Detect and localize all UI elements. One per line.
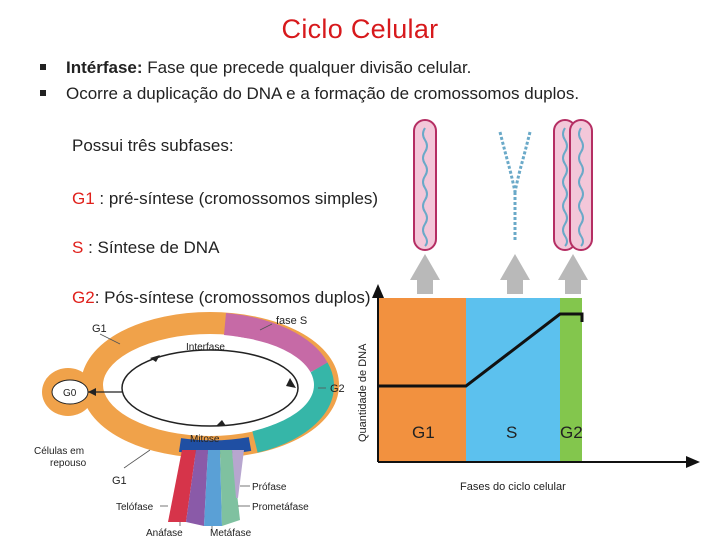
dna-replicating-icon	[498, 131, 532, 240]
x-axis-label: Fases do ciclo celular	[460, 481, 566, 493]
subphase-g2: G2: Pós-síntese (cromossomos duplos)	[72, 288, 371, 308]
label-interfase: Interfase	[186, 342, 225, 353]
phase-area-g1	[378, 298, 466, 462]
bullet-marker	[40, 89, 46, 96]
mitosis-band-telofase	[168, 450, 196, 522]
label-anafase: Anáfase	[146, 528, 183, 539]
arrow-head-icon	[150, 355, 160, 362]
label-mitose: Mitose	[190, 434, 220, 445]
subphase-code: G1	[72, 189, 95, 208]
slide-title: Ciclo Celular	[281, 14, 439, 44]
label-metafase: Metáfase	[210, 528, 252, 539]
label-repouso: repouso	[50, 458, 87, 469]
label-g2: G2	[330, 383, 345, 395]
mitosis-band-profase	[232, 450, 244, 498]
up-arrow-icon	[500, 254, 530, 294]
dna-coil	[562, 127, 568, 247]
arrow-head-icon	[216, 420, 226, 426]
subphase-code: S	[72, 238, 84, 257]
phase-area-g2	[560, 298, 582, 462]
label-fase-s: fase S	[276, 315, 307, 327]
label-profase: Prófase	[252, 482, 287, 493]
dna-level-line	[378, 312, 584, 388]
y-axis-arrow-icon	[372, 284, 384, 298]
y-axis-label: Quantidade de DNA	[357, 343, 369, 442]
x-axis-arrow-icon	[686, 456, 700, 468]
ring-mitose-segment	[178, 437, 252, 455]
leader-line	[99, 333, 121, 345]
bullet-bold: Intérfase:	[66, 58, 143, 77]
mitosis-band-metafase	[204, 450, 222, 526]
bullet-marker	[40, 63, 46, 70]
label-celulas-em: Células em	[34, 446, 84, 457]
label-g0: G0	[63, 388, 77, 399]
phase-label-s: S	[506, 423, 517, 442]
bullet-text: Fase que precede qualquer divisão celula…	[142, 58, 472, 77]
bullet-text: Ocorre a duplicação do DNA e a formação …	[66, 84, 580, 103]
dna-coil	[578, 127, 584, 247]
bullet-duplicacao: Ocorre a duplicação do DNA e a formação …	[40, 84, 579, 104]
label-prometafase: Prometáfase	[252, 502, 309, 513]
arrow-head-icon	[286, 378, 296, 388]
mitosis-band-prometafase	[220, 450, 240, 526]
arrow-head-icon	[88, 388, 96, 396]
subphase-s: S : Síntese de DNA	[72, 238, 219, 258]
up-arrow-icon	[410, 254, 440, 294]
subphase-desc: : pré-síntese (cromossomos simples)	[94, 189, 379, 208]
ring-s-segment	[223, 313, 328, 374]
phase-label-g1: G1	[412, 423, 435, 442]
leader-line	[259, 323, 273, 331]
subphase-g1: G1 : pré-síntese (cromossomos simples)	[72, 189, 378, 209]
cycle-arrow-line	[121, 349, 299, 427]
subphase-desc: : Síntese de DNA	[83, 238, 220, 257]
subphase-code: G2	[72, 288, 95, 307]
chromosome-double-icon	[569, 119, 593, 251]
subphase-desc: : Pós-síntese (cromossomos duplos)	[94, 288, 371, 307]
label-g1-bottom: G1	[112, 475, 127, 487]
cell-cycle-diagram: G1 fase S Interfase G0 G2 Mitose Células…	[34, 312, 345, 539]
label-telofase: Telófase	[116, 502, 154, 513]
bullet-interfase: Intérfase: Fase que precede qualquer div…	[40, 58, 471, 78]
label-g1-top: G1	[92, 323, 107, 335]
dna-coil	[422, 127, 428, 247]
phase-label-g2: G2	[560, 423, 583, 442]
leader-line	[123, 449, 151, 469]
subphases-intro: Possui três subfases:	[72, 136, 234, 155]
ring-g2-segment	[252, 362, 334, 453]
dna-phase-chart: G1 S G2 Quantidade de DNA Fases do ciclo…	[357, 119, 700, 493]
up-arrow-icon	[558, 254, 588, 294]
chromosome-single-icon	[413, 119, 437, 251]
mitosis-band-anafase	[186, 450, 208, 526]
ring-inner	[106, 335, 314, 435]
